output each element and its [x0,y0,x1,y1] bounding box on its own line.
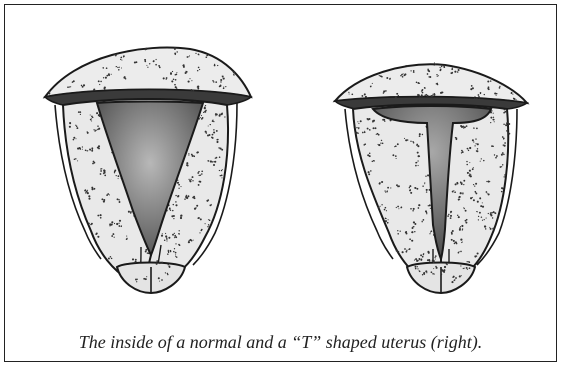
figure-caption: The inside of a normal and a “T” shaped … [5,332,556,353]
uterus-illustration [5,5,558,305]
figure-frame: The inside of a normal and a “T” shaped … [4,4,557,362]
